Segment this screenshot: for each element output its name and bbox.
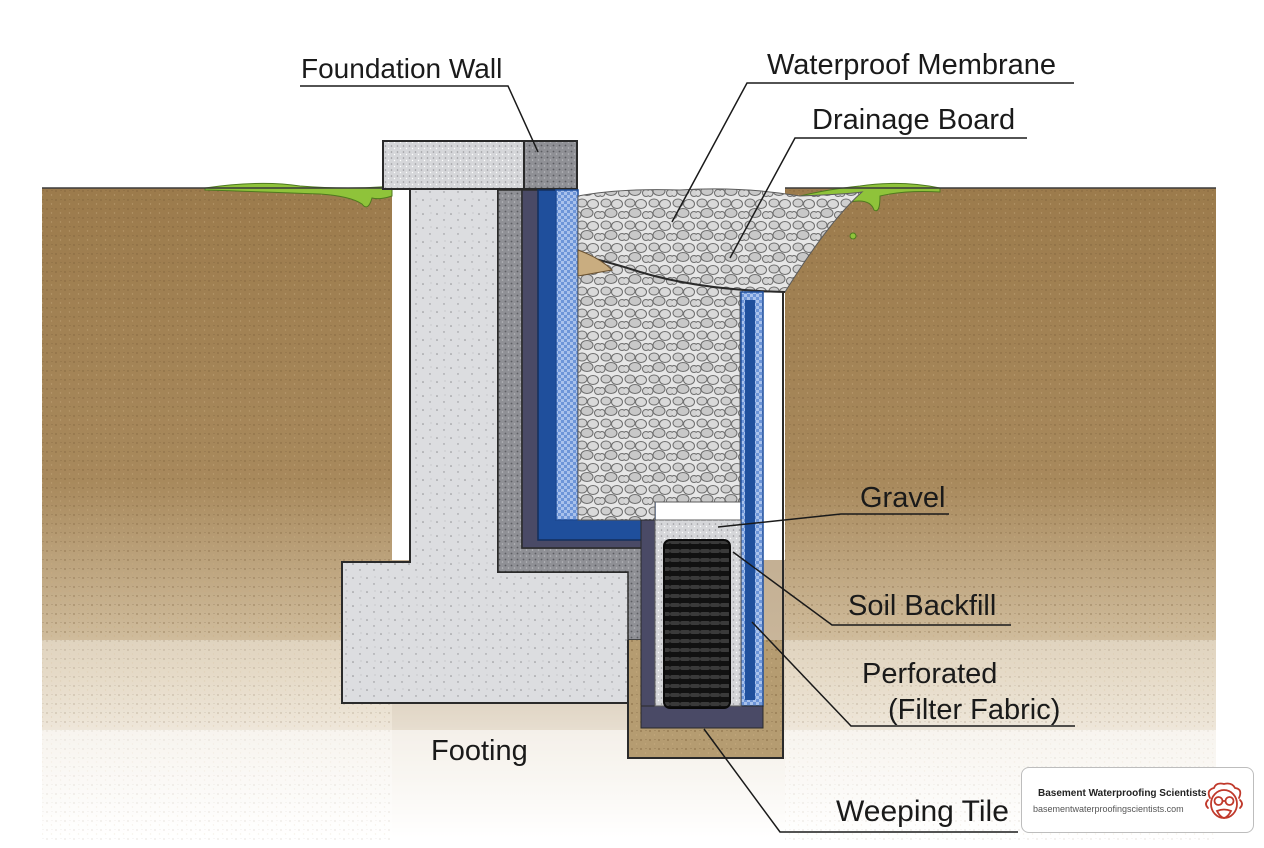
leader-waterproof-membrane — [671, 82, 1074, 223]
gravel-backfill — [577, 188, 864, 521]
label-foundation-wall: Foundation Wall — [301, 53, 503, 84]
scientist-mascot-icon — [1205, 782, 1243, 819]
leader-gravel — [717, 513, 949, 528]
label-perforated: Perforated — [862, 658, 998, 690]
brand-url[interactable]: basementwaterproofingscientists.com — [1033, 804, 1184, 814]
leader-weeping-tile — [703, 728, 1018, 833]
brand-card[interactable]: Basement Waterproofing Scientists baseme… — [1021, 767, 1254, 833]
leader-lines — [300, 82, 1075, 833]
leader-soil-backfill — [732, 551, 1011, 626]
wall-cap — [382, 140, 578, 190]
weeping-tile-pipe — [663, 539, 731, 709]
label-soil-backfill: Soil Backfill — [848, 590, 997, 622]
leader-drainage-board — [729, 137, 1027, 259]
label-waterproof-membrane: Waterproof Membrane — [767, 49, 1057, 81]
brand-name: Basement Waterproofing Scientists — [1038, 788, 1207, 799]
label-filter-fabric: (Filter Fabric) — [888, 694, 1061, 726]
label-gravel: Gravel — [860, 482, 946, 514]
label-footing: Footing — [431, 735, 528, 767]
leader-filter-fabric — [751, 621, 1075, 727]
label-drainage-board: Drainage Board — [812, 104, 1016, 136]
label-weeping-tile: Weeping Tile — [836, 795, 1009, 828]
filter-fabric — [640, 291, 764, 729]
leader-foundation-wall — [300, 85, 539, 153]
